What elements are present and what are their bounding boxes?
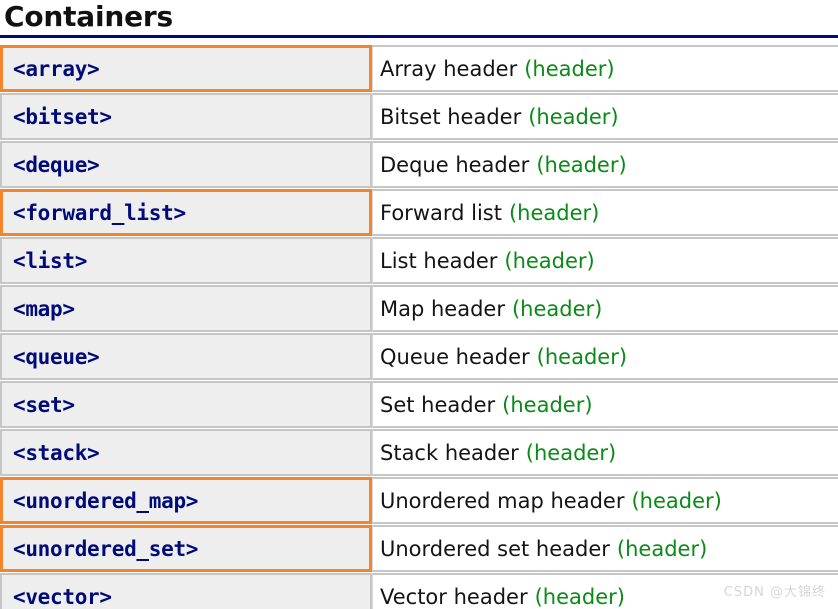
- header-description-cell: Map header(header): [372, 285, 838, 332]
- header-description-text: Bitset header: [380, 104, 522, 129]
- table-row: <unordered_map> Unordered map header(head…: [0, 477, 838, 524]
- page-title: Containers: [4, 0, 173, 33]
- header-description-cell: Unordered set header(header): [372, 525, 838, 572]
- header-description-cell: Vector header(header): [372, 573, 838, 609]
- header-description-cell: List header(header): [372, 237, 838, 284]
- header-name-link[interactable]: <queue>: [13, 344, 100, 369]
- table-row: <array> Array header(header): [0, 45, 838, 92]
- header-kind-label: (header): [631, 488, 722, 513]
- header-kind-label: (header): [528, 104, 619, 129]
- header-description-cell: Unordered map header(header): [372, 477, 838, 524]
- header-description-cell: Set header(header): [372, 381, 838, 428]
- table-row: <deque> Deque header(header): [0, 141, 838, 188]
- table-row: <map> Map header(header): [0, 285, 838, 332]
- header-name-cell[interactable]: <forward_list>: [0, 189, 372, 236]
- header-name-cell[interactable]: <unordered_set>: [0, 525, 372, 572]
- header-description-text: Unordered set header: [380, 536, 610, 561]
- header-description-cell: Deque header(header): [372, 141, 838, 188]
- header-name-cell[interactable]: <set>: [0, 381, 372, 428]
- table-row: <vector> Vector header(header): [0, 573, 838, 609]
- table-row: <unordered_set> Unordered set header(head…: [0, 525, 838, 572]
- header-description-cell: Queue header(header): [372, 333, 838, 380]
- containers-header-table: <array>Array header(header)<bitset>Bitse…: [0, 45, 838, 609]
- header-name-link[interactable]: <unordered_map>: [13, 488, 199, 513]
- header-description-cell: Forward list(header): [372, 189, 838, 236]
- header-description-cell: Bitset header(header): [372, 93, 838, 140]
- header-name-link[interactable]: <forward_list>: [13, 200, 186, 225]
- header-description-text: Deque header: [380, 152, 530, 177]
- header-kind-label: (header): [536, 152, 627, 177]
- header-name-cell[interactable]: <unordered_map>: [0, 477, 372, 524]
- header-name-link[interactable]: <map>: [13, 296, 75, 321]
- header-kind-label: (header): [508, 200, 600, 225]
- header-kind-label: (header): [511, 296, 603, 321]
- header-name-link[interactable]: <set>: [13, 392, 75, 417]
- header-name-cell[interactable]: <array>: [0, 45, 372, 92]
- header-description-text: List header: [380, 248, 498, 273]
- header-kind-label: (header): [502, 392, 593, 417]
- header-name-cell[interactable]: <stack>: [0, 429, 372, 476]
- header-description-text: Set header: [380, 392, 496, 417]
- header-description-text: Vector header: [380, 584, 528, 609]
- header-description-text: Map header: [380, 296, 505, 321]
- header-name-cell[interactable]: <deque>: [0, 141, 372, 188]
- table-row: <bitset> Bitset header(header): [0, 93, 838, 140]
- header-description-text: Array header: [380, 56, 518, 81]
- header-name-link[interactable]: <bitset>: [13, 104, 112, 129]
- header-description-cell: Stack header(header): [372, 429, 838, 476]
- header-description-text: Stack header: [380, 440, 519, 465]
- header-name-link[interactable]: <list>: [13, 248, 88, 273]
- header-kind-label: (header): [534, 584, 625, 609]
- header-name-cell[interactable]: <vector>: [0, 573, 372, 609]
- header-description-text: Unordered map header: [380, 488, 625, 513]
- header-name-link[interactable]: <unordered_set>: [13, 536, 199, 561]
- header-name-link[interactable]: <deque>: [13, 152, 100, 177]
- table-row: <queue> Queue header(header): [0, 333, 838, 380]
- header-name-link[interactable]: <vector>: [13, 584, 112, 609]
- table-row: <forward_list> Forward list(header): [0, 189, 838, 236]
- header-kind-label: (header): [525, 440, 617, 465]
- header-description-text: Queue header: [380, 344, 530, 369]
- header-name-cell[interactable]: <list>: [0, 237, 372, 284]
- header-description-cell: Array header(header): [372, 45, 838, 92]
- header-kind-label: (header): [524, 56, 615, 81]
- header-name-cell[interactable]: <queue>: [0, 333, 372, 380]
- header-name-cell[interactable]: <map>: [0, 285, 372, 332]
- table-row: <stack> Stack header(header): [0, 429, 838, 476]
- table-row: <list> List header(header): [0, 237, 838, 284]
- table-row: <set> Set header(header): [0, 381, 838, 428]
- header-description-text: Forward list: [380, 200, 502, 225]
- header-kind-label: (header): [536, 344, 628, 369]
- header-name-link[interactable]: <stack>: [13, 440, 100, 465]
- header-kind-label: (header): [616, 536, 708, 561]
- header-kind-label: (header): [504, 248, 595, 273]
- header-name-link[interactable]: <array>: [13, 56, 100, 81]
- header-name-cell[interactable]: <bitset>: [0, 93, 372, 140]
- title-underline-rule: [0, 35, 838, 38]
